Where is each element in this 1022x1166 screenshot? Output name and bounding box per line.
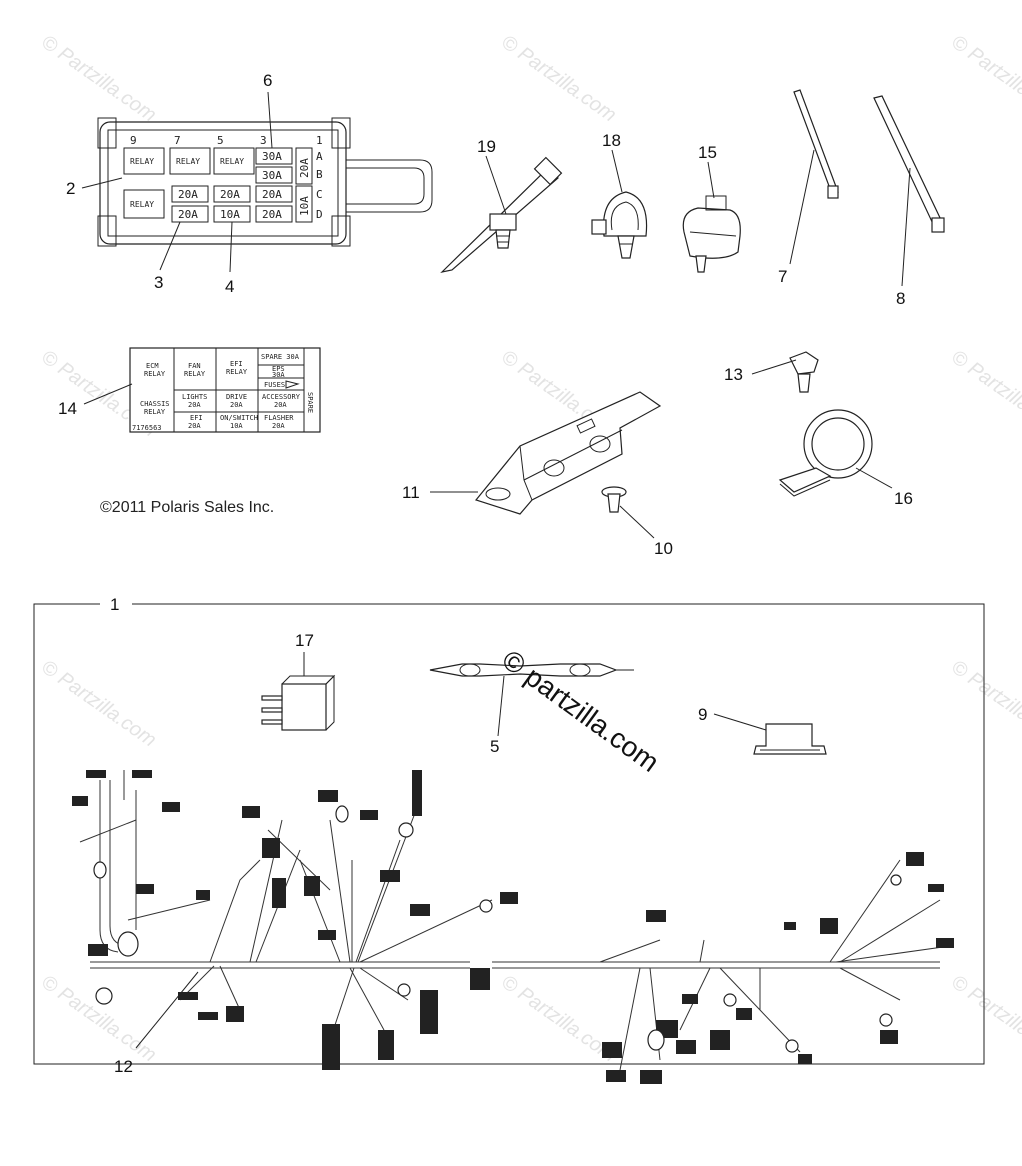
fuse-20a: 20A — [220, 188, 240, 201]
callout-7: 7 — [778, 267, 787, 286]
label-eps: EPS — [272, 365, 285, 373]
fuse-30a: 30A — [262, 169, 282, 182]
label-efi: EFI — [230, 360, 243, 368]
fuse-20a: 20A — [262, 208, 282, 221]
callout-1: 1 — [110, 595, 119, 614]
callout-15: 15 — [698, 143, 717, 162]
connector-15 — [682, 195, 741, 273]
circuit-breaker-9 — [753, 723, 827, 755]
callout-12: 12 — [114, 1057, 133, 1076]
label-lights-amp: 20A — [188, 401, 201, 409]
label-lights: LIGHTS — [182, 393, 207, 401]
p-clamp-16 — [778, 409, 873, 497]
callout-2: 2 — [66, 179, 75, 198]
callout-13: 13 — [724, 365, 743, 384]
cable-tie-mount-19 — [440, 156, 563, 273]
callout-11: 11 — [402, 483, 420, 502]
watermark: © Partzilla.com — [947, 971, 1022, 1066]
label-fan: FAN — [188, 362, 201, 370]
fuse-row-letter: A — [316, 150, 323, 163]
fuse-20a-vertical: 20A — [298, 158, 311, 178]
watermark: © Partzilla.com — [947, 656, 1022, 751]
label-spare30: SPARE 30A — [261, 353, 300, 361]
label-drive: DRIVE — [226, 393, 247, 401]
push-rivet-10 — [601, 486, 627, 513]
callout-8: 8 — [896, 289, 905, 308]
fuse-box-top-number: 7 — [174, 134, 181, 147]
fuse-box: 9 7 5 3 1 RELAY RELAY RELAY RELAY 30A 30… — [97, 117, 433, 247]
relay-17 — [261, 674, 336, 731]
label-ecm: ECM — [146, 362, 159, 370]
label-flasher: FLASHER — [264, 414, 294, 422]
fuse-label-14: ECM RELAY FAN RELAY EFI RELAY SPARE 30A … — [129, 347, 321, 433]
label-fan-relay: RELAY — [184, 370, 206, 378]
label-onswitch: ON/SWITCH — [220, 414, 258, 422]
fuse-20a: 20A — [178, 188, 198, 201]
callout-18: 18 — [602, 131, 621, 150]
watermark: © Partzilla.com — [947, 31, 1022, 126]
watermark: © Partzilla.com — [947, 346, 1022, 441]
callout-9: 9 — [698, 705, 707, 724]
callout-3: 3 — [154, 273, 163, 292]
watermark: © Partzilla.com — [37, 971, 160, 1066]
bolt-13 — [789, 351, 819, 393]
cable-tie-8 — [873, 95, 945, 233]
fuse-row-letter: B — [316, 168, 323, 181]
fuse-box-top-number: 3 — [260, 134, 267, 147]
watermark: © Partzilla.com — [497, 31, 620, 126]
watermark: © Partzilla.com — [37, 656, 160, 751]
callout-14: 14 — [58, 399, 77, 418]
watermark: © Partzilla.com — [37, 31, 160, 126]
fuse-20a: 20A — [262, 188, 282, 201]
fuse-holder-5 — [429, 663, 634, 677]
callout-5: 5 — [490, 737, 499, 756]
label-chassis: CHASSIS — [140, 400, 170, 408]
watermark: © Partzilla.com — [497, 971, 620, 1066]
relay-label: RELAY — [220, 157, 244, 166]
harness-frame — [33, 603, 985, 1065]
callout-17: 17 — [295, 631, 314, 650]
fuse-row-letter: D — [316, 208, 323, 221]
label-spare-side: SPARE — [306, 392, 314, 413]
fuse-10a-vertical: 10A — [298, 196, 311, 216]
relay-label: RELAY — [176, 157, 200, 166]
relay-label: RELAY — [130, 200, 154, 209]
label-onswitch-amp: 10A — [230, 422, 243, 430]
fuse-box-top-number: 1 — [316, 134, 323, 147]
cable-tie-7 — [793, 89, 839, 199]
label-accessory: ACCESSORY — [262, 393, 301, 401]
harness-clip-18 — [591, 191, 648, 259]
fuse-30a: 30A — [262, 150, 282, 163]
relay-label: RELAY — [130, 157, 154, 166]
label-accessory-amp: 20A — [274, 401, 287, 409]
callout-16: 16 — [894, 489, 913, 508]
label-flasher-amp: 20A — [272, 422, 285, 430]
callout-10: 10 — [654, 539, 673, 558]
label-ecm-relay: RELAY — [144, 370, 166, 378]
label-fuses-arrow: FUSES — [264, 381, 285, 389]
label-part-number: 7176563 — [132, 424, 162, 432]
callout-19: 19 — [477, 137, 496, 156]
bracket-11 — [474, 391, 662, 515]
callout-4: 4 — [225, 277, 234, 296]
label-efi-fuse: EFI — [190, 414, 203, 422]
label-efi-relay: RELAY — [226, 368, 248, 376]
label-chassis-relay: RELAY — [144, 408, 166, 416]
wiring-harness-12 — [72, 770, 954, 1084]
fuse-20a: 20A — [178, 208, 198, 221]
copyright: ©2011 Polaris Sales Inc. — [100, 499, 274, 516]
label-drive-amp: 20A — [230, 401, 243, 409]
fuse-10a: 10A — [220, 208, 240, 221]
fuse-row-letter: C — [316, 188, 323, 201]
callout-6: 6 — [263, 71, 272, 90]
label-eps-amp: 30A — [272, 371, 285, 379]
fuse-box-top-number: 9 — [130, 134, 137, 147]
label-efi-fuse-amp: 20A — [188, 422, 201, 430]
fuse-box-top-number: 5 — [217, 134, 224, 147]
